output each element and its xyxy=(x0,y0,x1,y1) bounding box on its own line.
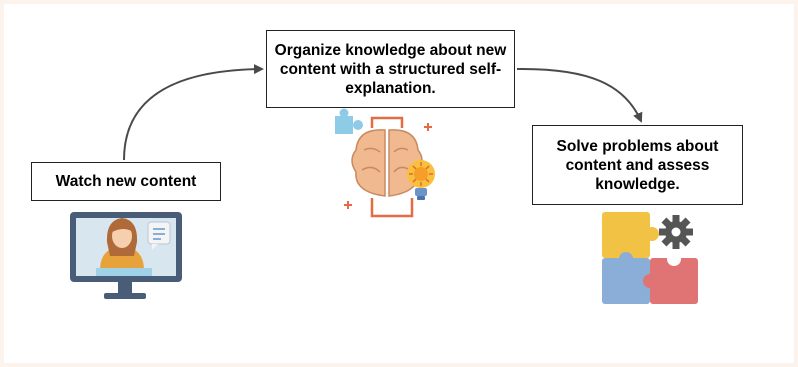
arrow-organize-to-solve xyxy=(516,67,643,123)
step-solve-box: Solve problems about content and assess … xyxy=(532,125,743,205)
arrow-watch-to-organize xyxy=(123,64,264,161)
step-organize-label: Organize knowledge about new content wit… xyxy=(274,41,507,97)
step-watch-box: Watch new content xyxy=(31,162,221,201)
step-watch-label: Watch new content xyxy=(55,173,197,190)
step-solve-label: Solve problems about content and assess … xyxy=(556,137,719,193)
step-organize-box: Organize knowledge about new content wit… xyxy=(266,30,515,108)
